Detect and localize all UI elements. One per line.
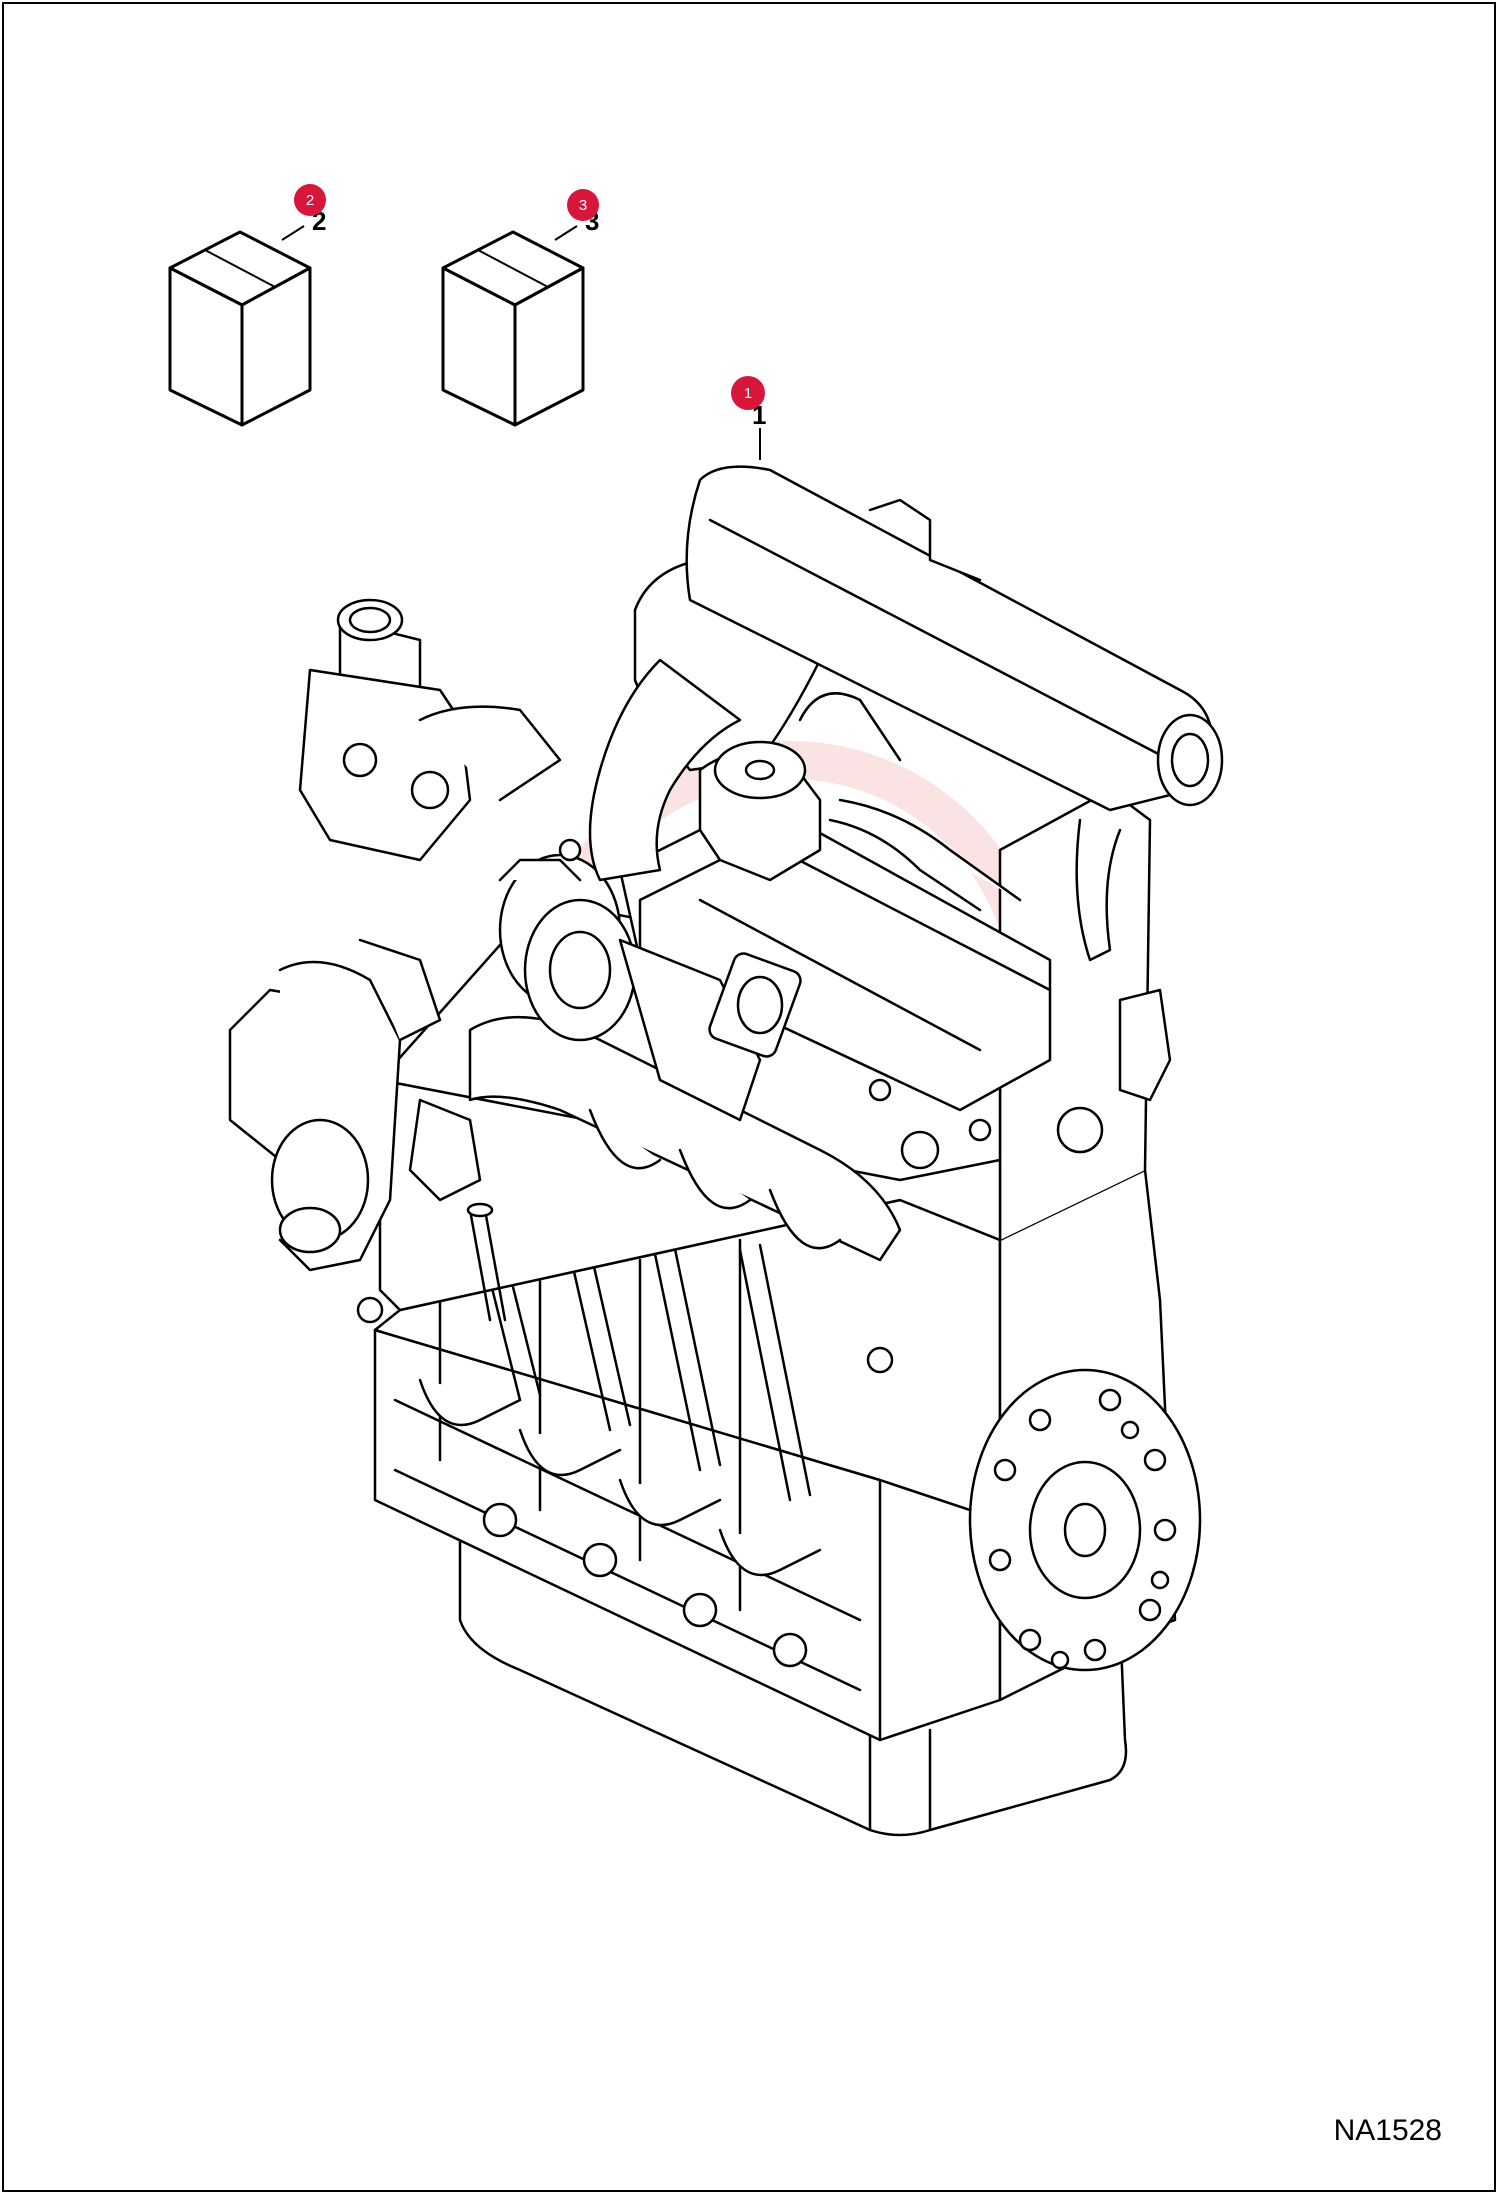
callout-badge-2[interactable]: 2 — [294, 184, 326, 216]
callout-badge-3[interactable]: 3 — [567, 189, 599, 221]
callout-badge-3-label: 3 — [579, 197, 587, 214]
flywheel-flange[interactable] — [968, 1368, 1202, 1672]
diagram-code: NA1528 — [1333, 2114, 1442, 2147]
fuel-injection-pump[interactable] — [698, 740, 822, 882]
leader-line-3 — [554, 225, 578, 241]
engine-assembly[interactable] — [228, 465, 1224, 1837]
callout-badge-1[interactable]: 1 — [731, 376, 765, 410]
kit-box-2[interactable] — [168, 230, 312, 427]
turbocharger[interactable] — [498, 853, 803, 1122]
callout-badge-2-label: 2 — [306, 192, 314, 209]
leader-line-2 — [281, 225, 305, 241]
kit-box-3[interactable] — [441, 230, 585, 427]
callout-badge-1-label: 1 — [744, 385, 752, 402]
